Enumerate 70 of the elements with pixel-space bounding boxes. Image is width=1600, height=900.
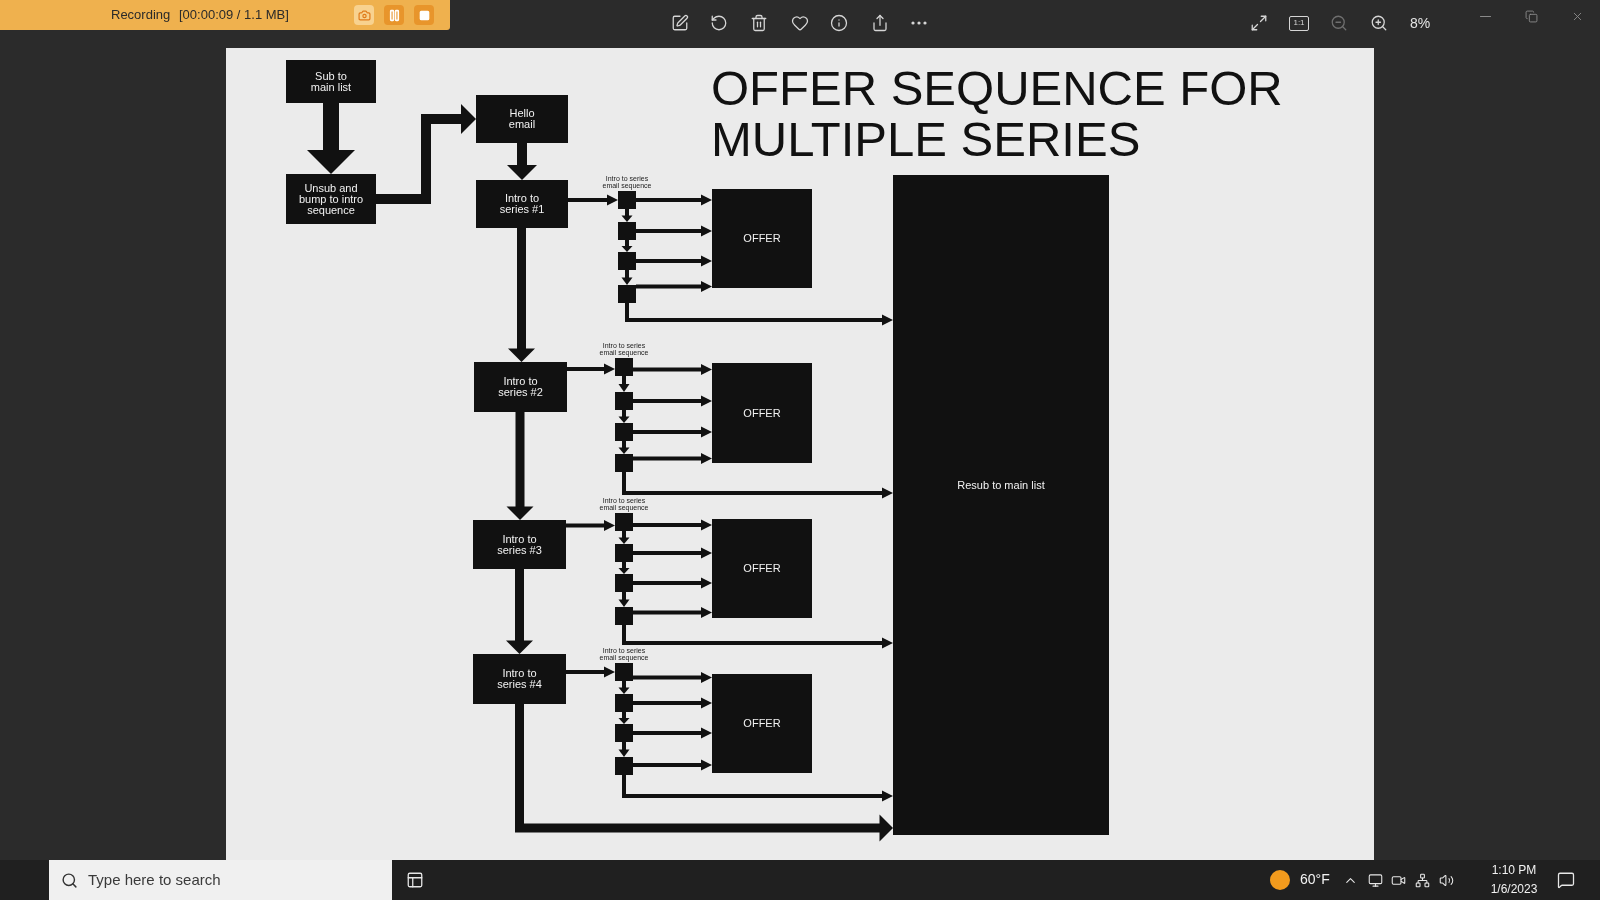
connector-arrow xyxy=(618,441,630,454)
offer-box xyxy=(712,674,812,773)
process-panel xyxy=(893,175,1109,835)
actual-size-button: 1:1 xyxy=(1289,16,1309,31)
node-text: OFFER xyxy=(743,718,781,729)
offer-box xyxy=(712,519,812,618)
offer-box xyxy=(712,189,812,288)
clock-date: 1/6/2023 xyxy=(1489,882,1539,897)
connector-arrow xyxy=(633,364,712,375)
node-text: Intro to series #3 xyxy=(496,533,543,556)
zoom-level: 8% xyxy=(1410,15,1431,32)
connector-arrow xyxy=(506,569,533,654)
connector-arrow xyxy=(567,363,615,375)
connector-arrow xyxy=(508,228,535,362)
connector-arrow xyxy=(622,472,893,499)
offer-box xyxy=(712,363,812,463)
connector-arrow xyxy=(633,697,712,709)
connector-arrow xyxy=(621,270,633,285)
connector-arrow xyxy=(618,592,630,607)
node-text: Resub to main list xyxy=(957,479,1045,491)
connector-arrow xyxy=(618,562,630,574)
recording-timer: [00:00:09 / 1.1 MB] xyxy=(179,7,289,23)
node-text: OFFER xyxy=(743,407,781,419)
node-text: OFFER xyxy=(743,563,781,574)
connector-arrow xyxy=(636,255,712,267)
connector-arrow xyxy=(636,194,712,206)
connector-arrow xyxy=(618,531,630,544)
connector-arrow xyxy=(633,727,712,739)
recording-status: Recording xyxy=(111,7,171,23)
connector-arrow xyxy=(618,376,630,392)
connector-arrow xyxy=(633,672,712,683)
node-text: Intro to series #4 xyxy=(496,668,543,690)
connector-arrow xyxy=(633,426,712,438)
node-text: Intro to series #2 xyxy=(497,376,544,398)
node-text: Sub to main list xyxy=(309,70,353,93)
connector-arrow xyxy=(566,520,615,531)
connector-arrow xyxy=(507,143,537,180)
connector-arrow xyxy=(566,666,615,678)
connector-arrow xyxy=(633,519,712,531)
temperature: 60°F xyxy=(1300,871,1330,888)
connector-arrow xyxy=(633,577,712,589)
connector-arrow xyxy=(633,759,712,771)
connector-arrow xyxy=(622,775,893,802)
connector-arrow xyxy=(633,547,712,559)
connector-arrow xyxy=(568,194,618,206)
node-text: OFFER xyxy=(743,233,781,244)
connector-arrow xyxy=(622,625,893,649)
connector-arrow xyxy=(618,742,630,757)
connector-arrow xyxy=(618,712,630,724)
connector-arrow xyxy=(636,281,712,292)
connector-arrow xyxy=(633,453,712,464)
connector-arrow xyxy=(633,395,712,407)
connector-arrow xyxy=(621,209,633,222)
process-box xyxy=(286,60,376,103)
connector-arrow xyxy=(307,103,355,174)
node-text: Hello email xyxy=(507,108,537,130)
node-text: Unsub and bump to intro sequence xyxy=(297,182,365,216)
connector-arrow xyxy=(625,303,893,326)
connector-arrow xyxy=(633,607,712,618)
diagram-title: OFFER SEQUENCE FOR MULTIPLE SERIES xyxy=(711,63,1284,165)
connector-arrow xyxy=(618,410,630,423)
search-field: Type here to search xyxy=(49,860,392,900)
clock-time: 1:10 PM xyxy=(1490,863,1538,878)
connector-arrow xyxy=(618,681,630,694)
connector-arrow xyxy=(515,704,893,842)
connector-arrow xyxy=(636,225,712,237)
connector-arrow xyxy=(376,104,476,204)
connector-arrow xyxy=(621,240,633,252)
connector-arrow xyxy=(506,412,534,520)
node-text: Intro to series #1 xyxy=(498,193,546,215)
